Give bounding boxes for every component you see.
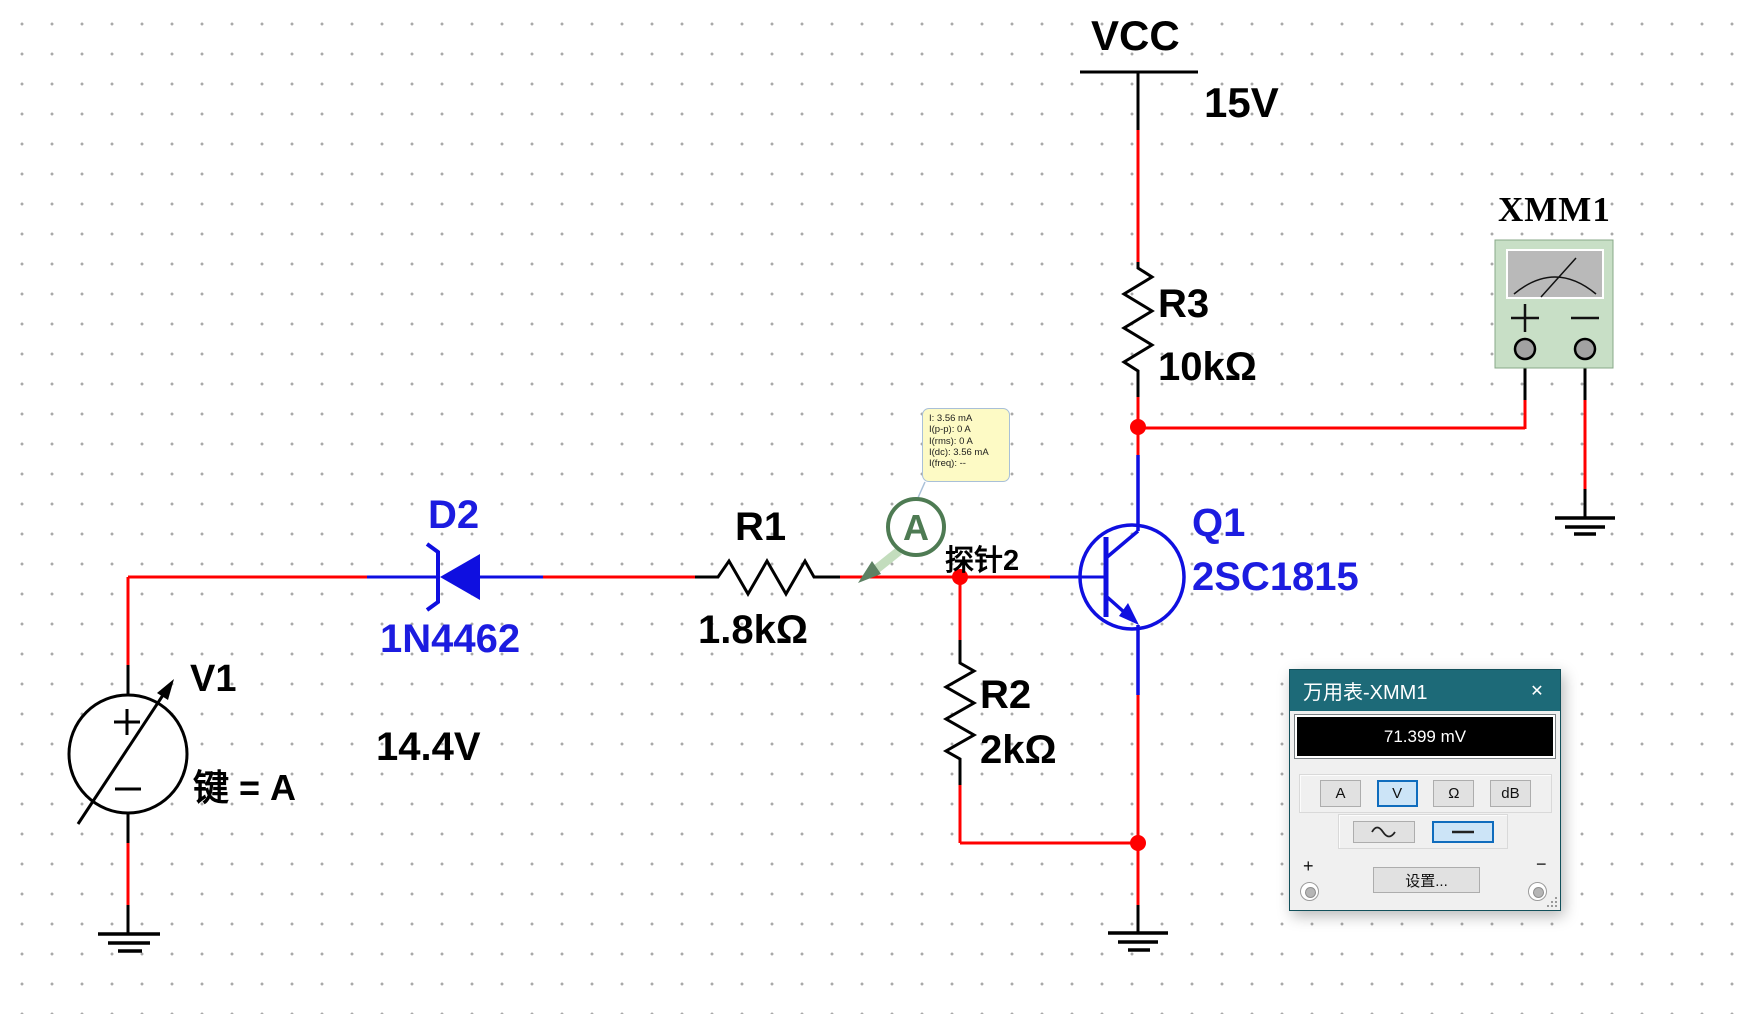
- q1-ref[interactable]: Q1: [1192, 501, 1245, 545]
- dc-mode-button[interactable]: [1431, 820, 1494, 843]
- probe-reading-line: I(freq): --: [929, 458, 966, 470]
- dialog-title: 万用表-XMM1: [1303, 682, 1428, 704]
- r1-value[interactable]: 1.8kΩ: [698, 608, 808, 652]
- voltage-source-v1[interactable]: V1 键 = A 14.4V: [67, 658, 481, 843]
- r1-ref[interactable]: R1: [735, 505, 786, 549]
- r2-ref[interactable]: R2: [980, 673, 1031, 717]
- reading-display: 71.399 mV: [1297, 717, 1553, 756]
- diode-triangle: [440, 554, 480, 600]
- wire-net: [126, 130, 1587, 905]
- collector: [1104, 455, 1140, 560]
- probe-readings-tooltip: I: 3.56 mA I(p-p): 0 A I(rms): 0 A I(dc)…: [922, 408, 1010, 482]
- r3-value[interactable]: 10kΩ: [1158, 345, 1257, 389]
- dc-waveform-icon: [1451, 830, 1474, 833]
- ground-bars-icon: [1108, 931, 1168, 952]
- emitter: [1104, 594, 1140, 695]
- r2-value[interactable]: 2kΩ: [980, 728, 1057, 772]
- settings-button[interactable]: 设置...: [1373, 867, 1480, 893]
- probe-label[interactable]: 探针2: [945, 544, 1019, 577]
- plus-terminal-icon: [1511, 304, 1539, 332]
- probe-circle-icon[interactable]: [886, 497, 946, 557]
- tooltip-leader-line: [916, 481, 926, 501]
- zener-diode-d2[interactable]: D2 1N4462: [367, 493, 543, 661]
- close-button[interactable]: ✕: [1530, 682, 1544, 700]
- dialog-title-bar[interactable]: 万用表-XMM1: [1290, 670, 1560, 711]
- variable-arrow: [76, 688, 169, 825]
- ground-middle[interactable]: [1108, 905, 1168, 952]
- mode-button-decibel[interactable]: dB: [1489, 780, 1531, 807]
- plus-sign-icon: [114, 709, 140, 735]
- xmm-gauge-arc: [1513, 276, 1597, 295]
- ground-right[interactable]: [1555, 489, 1615, 536]
- ground-bars-icon: [98, 932, 160, 953]
- probe-arrowhead-icon: [858, 561, 881, 583]
- junction-dot: [1130, 419, 1146, 435]
- probe-reading-line: I(p-p): 0 A: [929, 424, 971, 436]
- probe-letter: A: [903, 507, 929, 548]
- zener-cathode-bar: [425, 542, 440, 612]
- v1-key-binding[interactable]: 键 = A: [193, 767, 296, 808]
- probe-reading-line: I(rms): 0 A: [929, 435, 973, 447]
- multimeter-xmm1-icon[interactable]: XMM1: [1494, 190, 1614, 400]
- multimeter-dialog[interactable]: 万用表-XMM1 ✕ 71.399 mV A V Ω dB + −: [1289, 669, 1561, 911]
- dialog-minus-label: −: [1536, 854, 1547, 874]
- variable-arrowhead: [157, 679, 174, 700]
- current-probe[interactable]: A 探针2: [858, 481, 1019, 583]
- ground-bars-icon: [1555, 516, 1615, 536]
- dialog-plus-label: +: [1303, 856, 1314, 876]
- ac-mode-button[interactable]: [1352, 820, 1415, 843]
- ground-left[interactable]: [98, 905, 160, 953]
- source-circle: [67, 693, 189, 815]
- d2-value[interactable]: 1N4462: [380, 617, 520, 661]
- mode-button-ohm[interactable]: Ω: [1433, 780, 1475, 807]
- resistor-zigzag: [1121, 262, 1155, 397]
- v1-value[interactable]: 14.4V: [376, 725, 481, 769]
- xmm-terminal-minus: [1573, 337, 1597, 361]
- vcc-label[interactable]: VCC: [1091, 12, 1180, 59]
- d2-ref[interactable]: D2: [428, 493, 479, 537]
- xmm-terminal-plus: [1513, 337, 1537, 361]
- resistor-zigzag: [695, 557, 840, 598]
- resize-grip[interactable]: [1546, 896, 1558, 908]
- resistor-r2[interactable]: R2 2kΩ: [942, 640, 1057, 785]
- reading-display-frame: 71.399 mV: [1294, 714, 1556, 759]
- xmm-display: [1506, 249, 1604, 299]
- probe-arrow-shaft: [871, 547, 902, 575]
- mode-button-ampere[interactable]: A: [1320, 780, 1361, 807]
- v1-ref[interactable]: V1: [190, 658, 236, 700]
- resistor-r3[interactable]: R3 10kΩ: [1121, 262, 1257, 397]
- junction-dot: [1130, 835, 1146, 851]
- resistor-r1[interactable]: R1 1.8kΩ: [695, 505, 840, 652]
- waveform-button-panel: [1338, 814, 1508, 849]
- xmm1-label[interactable]: XMM1: [1498, 190, 1611, 229]
- r3-ref[interactable]: R3: [1158, 282, 1209, 326]
- resistor-zigzag: [942, 640, 978, 785]
- vcc-power-symbol[interactable]: VCC 15V: [1080, 12, 1279, 130]
- probe-reading-line: I: 3.56 mA: [929, 413, 973, 424]
- q1-value[interactable]: 2SC1815: [1192, 555, 1359, 599]
- probe-reading-line: I(dc): 3.56 mA: [929, 446, 989, 458]
- emitter-arrowhead: [1119, 603, 1139, 625]
- junction-dot: [952, 569, 968, 585]
- dialog-plus-terminal: [1300, 882, 1319, 901]
- ac-waveform-icon: [1370, 826, 1396, 837]
- transistor-q1[interactable]: Q1 2SC1815: [1050, 455, 1359, 695]
- xmm-needle: [1540, 257, 1577, 298]
- vcc-value[interactable]: 15V: [1204, 79, 1279, 126]
- mode-button-volt[interactable]: V: [1376, 780, 1418, 807]
- mode-button-panel: A V Ω dB: [1299, 774, 1552, 813]
- dialog-minus-terminal: [1528, 882, 1547, 901]
